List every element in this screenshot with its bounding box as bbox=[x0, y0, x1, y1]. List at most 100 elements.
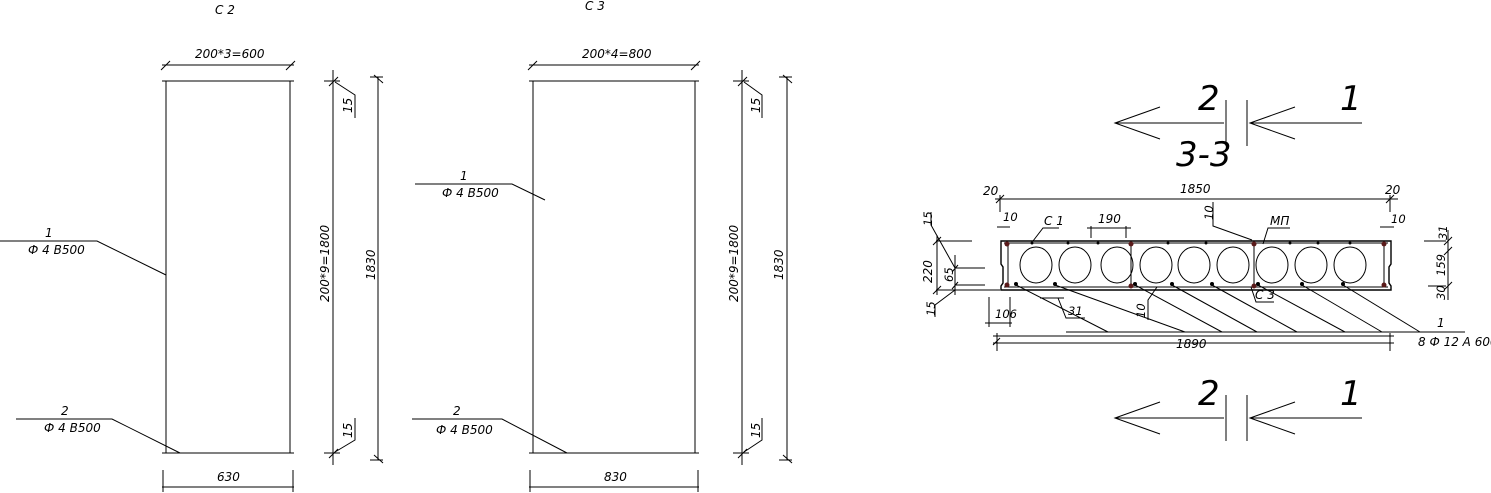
mesh-wire bbox=[1348, 241, 1352, 245]
mesh-c3-height-dim: 15 15 200*9=1800 bbox=[727, 70, 763, 465]
dim-text: 830 bbox=[604, 470, 627, 484]
slab-outline bbox=[1000, 240, 1392, 291]
mesh-c3-leader-1: 1 Ф 4 В500 bbox=[415, 169, 546, 201]
mesh-wire bbox=[1066, 241, 1070, 245]
rebar bbox=[1004, 241, 1010, 247]
mesh-c2-width-dim: 200*3=600 bbox=[160, 47, 296, 71]
position-number: 2 bbox=[61, 404, 69, 418]
leader-line bbox=[1134, 284, 1223, 333]
void-circle bbox=[1139, 246, 1173, 284]
void-circle bbox=[1294, 246, 1328, 284]
dim-text: 1830 bbox=[772, 249, 786, 280]
mesh-label: МП bbox=[1270, 214, 1289, 228]
dim-text: 630 bbox=[217, 470, 240, 484]
mesh-wire bbox=[1204, 241, 1208, 245]
mesh-wire bbox=[1288, 241, 1292, 245]
dim-text: 159 bbox=[1434, 254, 1448, 276]
dim-text: 106 bbox=[995, 307, 1017, 321]
rebar bbox=[1381, 282, 1387, 288]
dim-text: 31 bbox=[1068, 304, 1083, 318]
cut-label: 2 bbox=[1198, 374, 1220, 414]
leader-line bbox=[1054, 284, 1186, 333]
dim-text: 200*9=1800 bbox=[318, 225, 332, 302]
mesh-label: С 3 bbox=[1255, 288, 1275, 302]
voids bbox=[1019, 246, 1367, 284]
dim-text: 1850 bbox=[1180, 182, 1211, 196]
dim-text: 15 bbox=[341, 98, 355, 113]
cut-label: 2 bbox=[1198, 79, 1220, 119]
void-circle bbox=[1058, 246, 1092, 284]
position-number: 1 bbox=[1437, 316, 1445, 330]
position-number: 2 bbox=[453, 404, 461, 418]
void-circle bbox=[1216, 246, 1250, 284]
dim-text: 15 bbox=[921, 211, 935, 226]
dim-text: 15 bbox=[749, 423, 763, 438]
dim-text: 20 bbox=[1385, 183, 1401, 197]
rebar bbox=[1341, 282, 1345, 286]
arrow-left-icon bbox=[1246, 100, 1362, 146]
void-circle bbox=[1019, 246, 1053, 284]
leader-line bbox=[1015, 284, 1109, 333]
dim-text: 31 bbox=[1436, 225, 1450, 240]
dim-text: 30 bbox=[1434, 285, 1448, 300]
leader-line bbox=[1171, 284, 1258, 333]
mesh-c2-overall-dim: 1830 bbox=[364, 74, 384, 464]
dim-text: 15 bbox=[341, 423, 355, 438]
position-number: 1 bbox=[460, 169, 468, 183]
rebars bbox=[1004, 241, 1387, 289]
mesh-c2-outline bbox=[165, 80, 291, 454]
leader-line bbox=[1211, 284, 1298, 333]
bar-spec: 8 Ф 12 А 600 bbox=[1418, 335, 1491, 349]
cut-label: 1 bbox=[1340, 374, 1362, 414]
leader-line bbox=[1301, 284, 1383, 333]
rebar bbox=[1300, 282, 1304, 286]
mesh-c2: С 2 200*3=600 630 15 15 200*9=1800 bbox=[0, 3, 384, 492]
mesh-wire bbox=[1316, 241, 1320, 245]
leader-line bbox=[1342, 284, 1421, 333]
leader-line bbox=[1257, 284, 1346, 333]
arrow-left-icon bbox=[1113, 100, 1227, 146]
mesh-c2-bottom-dim: 630 bbox=[162, 470, 294, 492]
rebar bbox=[1128, 283, 1134, 289]
dim-text: 10 bbox=[1202, 205, 1216, 220]
mesh-wire bbox=[1096, 241, 1100, 245]
mesh-c3-overall-dim: 1830 bbox=[772, 74, 793, 464]
mesh-wire bbox=[1166, 241, 1170, 245]
dim-text: 200*4=800 bbox=[582, 47, 652, 61]
dim-text: 15 bbox=[749, 98, 763, 113]
rebar bbox=[1251, 283, 1257, 289]
mesh-c2-leader-1: 1 Ф 4 В500 bbox=[0, 226, 167, 276]
mesh-wire bbox=[1030, 241, 1034, 245]
right-dims: 31 159 30 bbox=[1424, 225, 1453, 300]
slab-section: 1850 20 20 10 10 190 С 1 10 МП С 3 10 22… bbox=[921, 182, 1491, 351]
mesh-c3-width-dim: 200*4=800 bbox=[527, 47, 701, 71]
rebar bbox=[1128, 241, 1134, 247]
rebar bbox=[1381, 241, 1387, 247]
mesh-c3-outline bbox=[532, 80, 696, 454]
dim-text: 1830 bbox=[364, 249, 378, 280]
mesh-c3-leader-2: 2 Ф 4 В500 bbox=[412, 404, 568, 454]
bar-spec: Ф 4 В500 bbox=[436, 423, 493, 437]
dim-text: 190 bbox=[1098, 212, 1121, 226]
dim-text: 20 bbox=[983, 184, 999, 198]
dim-text: 10 bbox=[1003, 210, 1018, 224]
dim-text: 1890 bbox=[1176, 337, 1207, 351]
bar-spec: Ф 4 В500 bbox=[44, 421, 101, 435]
mesh-c3: С 3 200*4=800 830 15 15 200*9=1800 bbox=[412, 0, 793, 492]
arrow-left-icon bbox=[1246, 395, 1362, 441]
bar-leader: 1 8 Ф 12 А 600 bbox=[1015, 284, 1491, 349]
arrow-left-icon bbox=[1113, 395, 1227, 441]
rebar bbox=[1251, 241, 1257, 247]
left-dims: 220 65 15 15 106 31 bbox=[921, 211, 1085, 327]
mesh-c3-title: С 3 bbox=[585, 0, 605, 13]
bar-spec: Ф 4 В500 bbox=[442, 186, 499, 200]
rebar bbox=[1004, 282, 1010, 288]
mesh-c2-height-dim: 15 15 200*9=1800 bbox=[318, 70, 356, 465]
dim-text: 220 bbox=[921, 260, 935, 283]
void-circle bbox=[1100, 246, 1134, 284]
dim-text: 10 bbox=[1391, 212, 1406, 226]
section-title: 3-3 bbox=[1176, 135, 1232, 175]
mesh-c3-bottom-dim: 830 bbox=[529, 470, 699, 492]
